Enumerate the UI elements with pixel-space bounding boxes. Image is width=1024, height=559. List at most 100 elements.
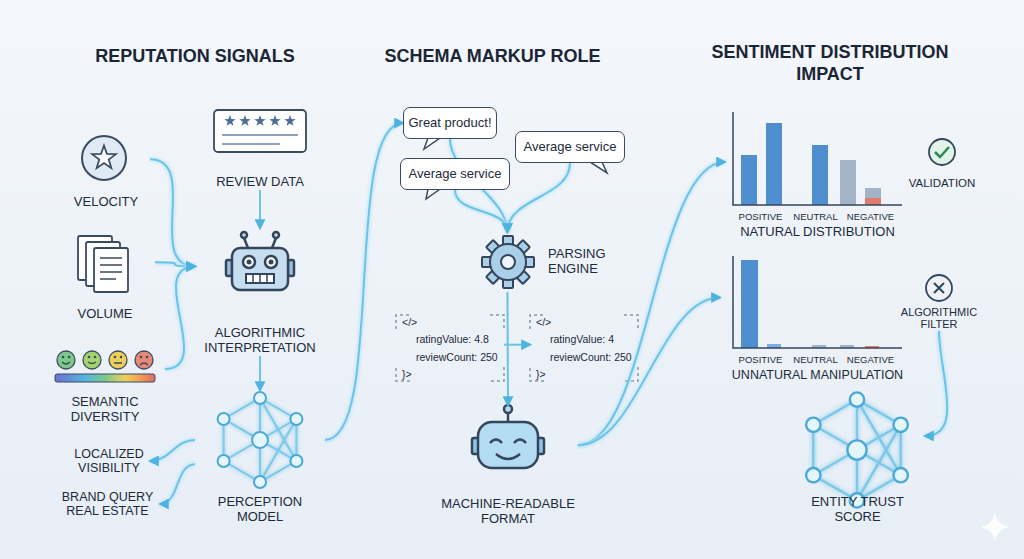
connector-glow: [155, 262, 195, 266]
tick-label: NEGATIVE: [843, 355, 898, 366]
connector: [578, 298, 720, 446]
code-line: reviewCount: 250: [536, 351, 632, 363]
code-line: ratingValue: 4: [536, 333, 614, 345]
connector-line: [578, 298, 720, 446]
gear-icon: [482, 236, 534, 288]
connector-glow: [150, 440, 195, 461]
connector: [155, 262, 195, 266]
connector: [325, 123, 403, 440]
axis-ticks: POSITIVENEUTRALNEGATIVE: [733, 355, 898, 366]
robot-icon: [226, 232, 294, 290]
gear-node: PARSING ENGINE: [478, 232, 618, 292]
tick-label: POSITIVE: [733, 212, 788, 223]
robot-node: ALGORITHMIC INTERPRETATION: [195, 228, 325, 356]
robot-icon: [472, 405, 544, 468]
tick-label: NEUTRAL: [788, 212, 843, 223]
connector-line: [150, 440, 195, 461]
signal-icon: VOLUME: [55, 230, 155, 322]
cross-icon: [926, 275, 952, 301]
connector-glow: [925, 331, 947, 436]
connector: [504, 344, 530, 345]
chart-title: UNNATURAL MANIPULATION: [732, 368, 903, 382]
column-heading: REPUTATION SIGNALS: [60, 46, 330, 68]
code-line: ratingValue: 4.8: [402, 333, 489, 345]
speech-bubble: Great product!: [403, 107, 497, 139]
bar-chart: POSITIVENEUTRALNEGATIVE NATURAL DISTRIBUT…: [725, 110, 910, 240]
connector: [260, 190, 261, 228]
network-node: ENTITY TRUST SCORE: [790, 388, 925, 525]
connector: [507, 163, 570, 232]
node-label: VELOCITY: [74, 195, 138, 210]
bar-chart-bars: [733, 256, 902, 348]
connector-glow: [578, 162, 725, 445]
connector: [150, 440, 195, 461]
sparkle: [980, 512, 1010, 542]
review-card-icon: [214, 110, 306, 152]
connector-glow: [578, 298, 720, 446]
code-line: </>: [402, 316, 417, 328]
network-node: PERCEPTION MODEL: [195, 390, 325, 525]
output-label: LOCALIZED VISIBILITY: [68, 444, 150, 478]
connector-line: [165, 266, 195, 369]
speech-bubble: Average service: [400, 158, 510, 190]
connector: [160, 464, 195, 504]
column-heading: SENTIMENT DISTRIBUTION IMPACT: [690, 42, 970, 85]
axis-ticks: POSITIVENEUTRALNEGATIVE: [733, 212, 898, 223]
connector-line: [150, 159, 195, 266]
tick-label: NEGATIVE: [843, 212, 898, 223]
connector-glow: [258, 356, 263, 390]
connector-line: [259, 190, 261, 228]
node-label: ALGORITHMIC FILTER: [896, 306, 982, 331]
connector-glow: [455, 190, 507, 232]
code-line: }>: [402, 368, 412, 380]
connector-line: [925, 331, 947, 436]
node-label: SEMANTIC DIVERSITY: [45, 395, 165, 425]
connector-glow: [160, 464, 195, 504]
connector-glow: [258, 190, 263, 228]
code-block: </> ratingValue: 4.8 reviewCount: 250 }>: [396, 315, 504, 381]
signal-icon: SEMANTIC DIVERSITY: [45, 345, 165, 425]
code-line: reviewCount: 250: [402, 351, 498, 363]
connector: [150, 159, 195, 266]
speech-bubble: Average service: [515, 131, 625, 163]
network-icon: [806, 392, 908, 507]
node-label: PERCEPTION MODEL: [195, 495, 325, 525]
chart-title: NATURAL DISTRIBUTION: [740, 225, 895, 240]
tick-label: NEUTRAL: [788, 355, 843, 366]
connector-glow: [325, 123, 403, 440]
output-label: BRAND QUERY REAL ESTATE: [55, 487, 160, 521]
node-label: REVIEW DATA: [216, 175, 304, 190]
node-label: ALGORITHMIC INTERPRETATION: [195, 326, 325, 356]
robot-node: MACHINE-READABLE FORMAT: [438, 405, 578, 527]
status-icon: VALIDATION: [902, 136, 982, 190]
review-card: REVIEW DATA: [200, 108, 320, 190]
connector-glow: [504, 342, 530, 347]
status-icon: ALGORITHMIC FILTER: [896, 273, 982, 331]
node-label: LOCALIZED VISIBILITY: [68, 447, 150, 476]
connector: [165, 266, 195, 369]
node-label: ENTITY TRUST SCORE: [790, 495, 925, 525]
connector: [455, 190, 507, 232]
connector: [507, 292, 509, 405]
connector-line: [160, 464, 195, 504]
code-brackets: [396, 315, 638, 381]
star-icon: [82, 136, 126, 180]
signal-icon: VELOCITY: [62, 132, 150, 210]
connector-glow: [150, 159, 195, 266]
code-line: }>: [536, 368, 546, 380]
column-heading: SCHEMA MARKUP ROLE: [360, 46, 625, 68]
connector: [578, 162, 725, 445]
bar-chart: POSITIVENEUTRALNEGATIVE UNNATURAL MANIPUL…: [720, 252, 915, 382]
sentiment-faces: [55, 351, 155, 382]
tick-label: POSITIVE: [733, 355, 788, 366]
node-label: BRAND QUERY REAL ESTATE: [55, 490, 160, 519]
connector: [260, 356, 261, 390]
connector: [925, 331, 947, 436]
connector-glow: [505, 292, 511, 405]
connector-line: [578, 162, 725, 445]
code-block: </>ratingValue: 4reviewCount: 250}>: [530, 315, 638, 381]
node-label: VALIDATION: [909, 177, 976, 190]
